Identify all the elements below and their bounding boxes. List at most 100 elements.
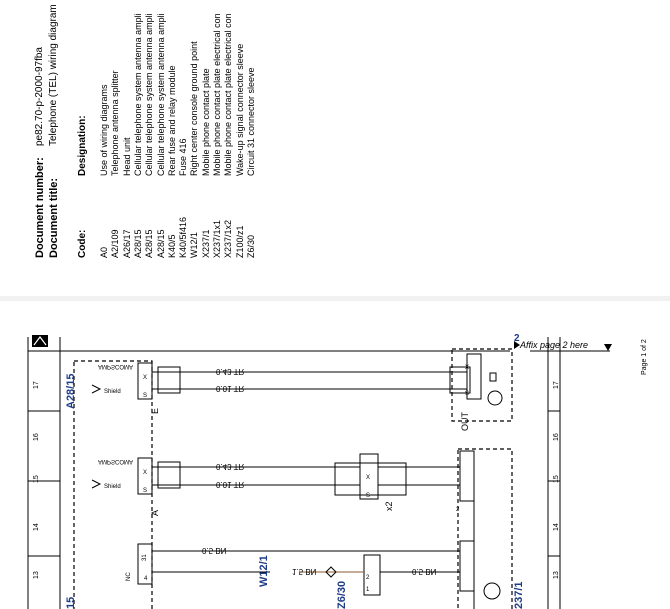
page-separator (0, 296, 670, 301)
x237-1-outline (457, 448, 513, 609)
code-column-header: Code: (77, 229, 88, 258)
wire-label-mid-shield: 0.01 TR (216, 480, 245, 489)
table-row-code: A0 (99, 246, 109, 258)
table-row-code: A28/15 (155, 229, 166, 258)
grid-number-15: 15 (33, 475, 40, 483)
pin-x-x2: X (366, 475, 370, 481)
table-row-code: W12/1 (189, 231, 200, 258)
x237-connector-bottom (459, 540, 475, 592)
table-row-designation: Cellular telephone system antenna ampli (155, 13, 166, 176)
connector-e (137, 362, 153, 400)
a28-15-partial-label: 15 (65, 597, 77, 609)
shield-bracket-out (449, 366, 471, 394)
affix-page-number: 2 (514, 333, 520, 344)
shield-bracket-x2 (334, 462, 407, 496)
pin-s-x2: S (366, 493, 370, 499)
wiring-diagram-sheet: Affix page 2 here 2 Page 1 of 2 17 16 15… (0, 301, 670, 609)
table-row-code: X237/1x2 (223, 219, 234, 258)
connector-bottom (137, 543, 153, 585)
table-row-designation: Mobile phone contact plate (200, 68, 211, 176)
z6-30-label: Z6/30 (336, 581, 348, 609)
table-row-designation: Right center console ground point (189, 41, 200, 176)
pin-1-z6: 1 (366, 587, 370, 593)
out-connector (466, 353, 482, 400)
document-info-page: Document number: Document title: pe82.70… (0, 0, 670, 297)
x2-label: x2 (384, 501, 394, 511)
table-row-designation: Rear fuse and relay module (166, 65, 177, 176)
grid-number-14-right: 14 (553, 523, 560, 531)
antenna-lower-icon (91, 479, 102, 489)
pin-ampl-upper: AMPSCOMA (98, 363, 133, 369)
ground-symbol-lower-icon (483, 582, 501, 600)
table-row-designation: Mobile phone contact plate electrical co… (223, 13, 234, 176)
table-row-designation: Telephone antenna splitter (110, 70, 121, 176)
table-row-designation: Mobile phone contact plate electrical co… (212, 13, 222, 176)
table-row-code: A2/109 (110, 229, 121, 258)
pin-s-out: S (465, 391, 469, 397)
grid-number-13-right: 13 (553, 571, 560, 579)
table-row-code: Z6/30 (245, 234, 256, 258)
pin-4: 4 (144, 576, 148, 582)
table-row-code: Z100/z1 (234, 225, 245, 258)
table-row-designation: Head unit (121, 137, 132, 176)
connector-a (137, 457, 153, 495)
x237-connector-top (459, 450, 475, 502)
pin-shield-mid: Shield (104, 484, 121, 490)
table-row-designation: Cellular telephone system antenna ampli (132, 13, 143, 176)
grid-ticks (28, 410, 560, 557)
document-title-value: Telephone (TEL) wiring diagram (48, 4, 59, 146)
table-row-designation: Circuit 31 connector sleeve (245, 67, 256, 176)
splice-point-icon (325, 566, 337, 578)
table-row-code: K40/5f416 (178, 216, 189, 258)
grid-number-16-right: 16 (553, 433, 560, 441)
wire-label-upper-tr: 0.43 TR (216, 367, 245, 376)
connector-e-label: E (150, 408, 160, 414)
wiring-diagram: Affix page 2 here 2 Page 1 of 2 17 16 15… (27, 333, 648, 609)
shield-bracket-a (157, 461, 181, 489)
ground-symbol-icon (487, 390, 503, 406)
mercedes-logo-icon (32, 335, 48, 347)
grid-number-13: 13 (33, 571, 40, 579)
grid-number-17-right: 17 (553, 381, 560, 389)
table-row-designation: Wake-up signal connector sleeve (234, 43, 245, 176)
connector-a-label: A (150, 510, 160, 516)
z6-30-connector (363, 554, 381, 596)
affix-left-arrow-icon (514, 341, 520, 349)
grid-number-17: 17 (33, 381, 40, 389)
head-unit-outline (451, 348, 513, 422)
designation-column-header: Designation: (77, 115, 88, 176)
pin-ampl-mid: AMPSCOMA (98, 458, 133, 464)
pin-x-out: X (465, 365, 469, 371)
wire-label-bn-b: 1.5 BN (292, 567, 317, 576)
grid-number-15-right: 15 (553, 475, 560, 483)
affix-arrow-icon (604, 344, 612, 351)
speaker-icon (489, 372, 497, 382)
pin-2-z6: 2 (366, 575, 370, 581)
table-row-code: A28/15 (144, 229, 155, 258)
pin-nc: NC (126, 572, 132, 581)
wire-label-mid-tr: 0.43 TR (216, 462, 245, 471)
shield-bracket-e (157, 366, 181, 394)
wire-label-bn-a: 0.5 BN (202, 546, 227, 555)
pin-shield-upper: Shield (104, 389, 121, 395)
out-label: OUT (460, 412, 470, 432)
pin-x-upper: X (143, 375, 147, 381)
antenna-icon (91, 384, 102, 394)
document-number-label: Document number: (34, 157, 46, 258)
table-row-code: A26/17 (121, 229, 132, 258)
page-label: Page 1 of 2 (641, 339, 648, 375)
pin-s-upper: S (143, 393, 147, 399)
table-row-designation: Cellular telephone system antenna ampli (144, 13, 155, 176)
document-title-label: Document title: (48, 177, 60, 258)
document-number-value: pe82.70-p-2000-97fba (34, 47, 45, 146)
a28-15-label: A28/15 (65, 374, 77, 409)
pin-x-mid: X (143, 470, 147, 476)
x2-connector (359, 453, 379, 500)
w12-1-label: W12/1 (258, 555, 270, 587)
table-row-designation: Use of wiring diagrams (99, 84, 109, 176)
table-row-code: X237/1x1 (212, 219, 222, 258)
wire-label-upper-shield: 0.01 TR (216, 384, 245, 393)
table-row-designation: Fuse 416 (178, 138, 189, 176)
grid-number-14: 14 (33, 523, 40, 531)
pin-s-mid: S (143, 488, 147, 494)
